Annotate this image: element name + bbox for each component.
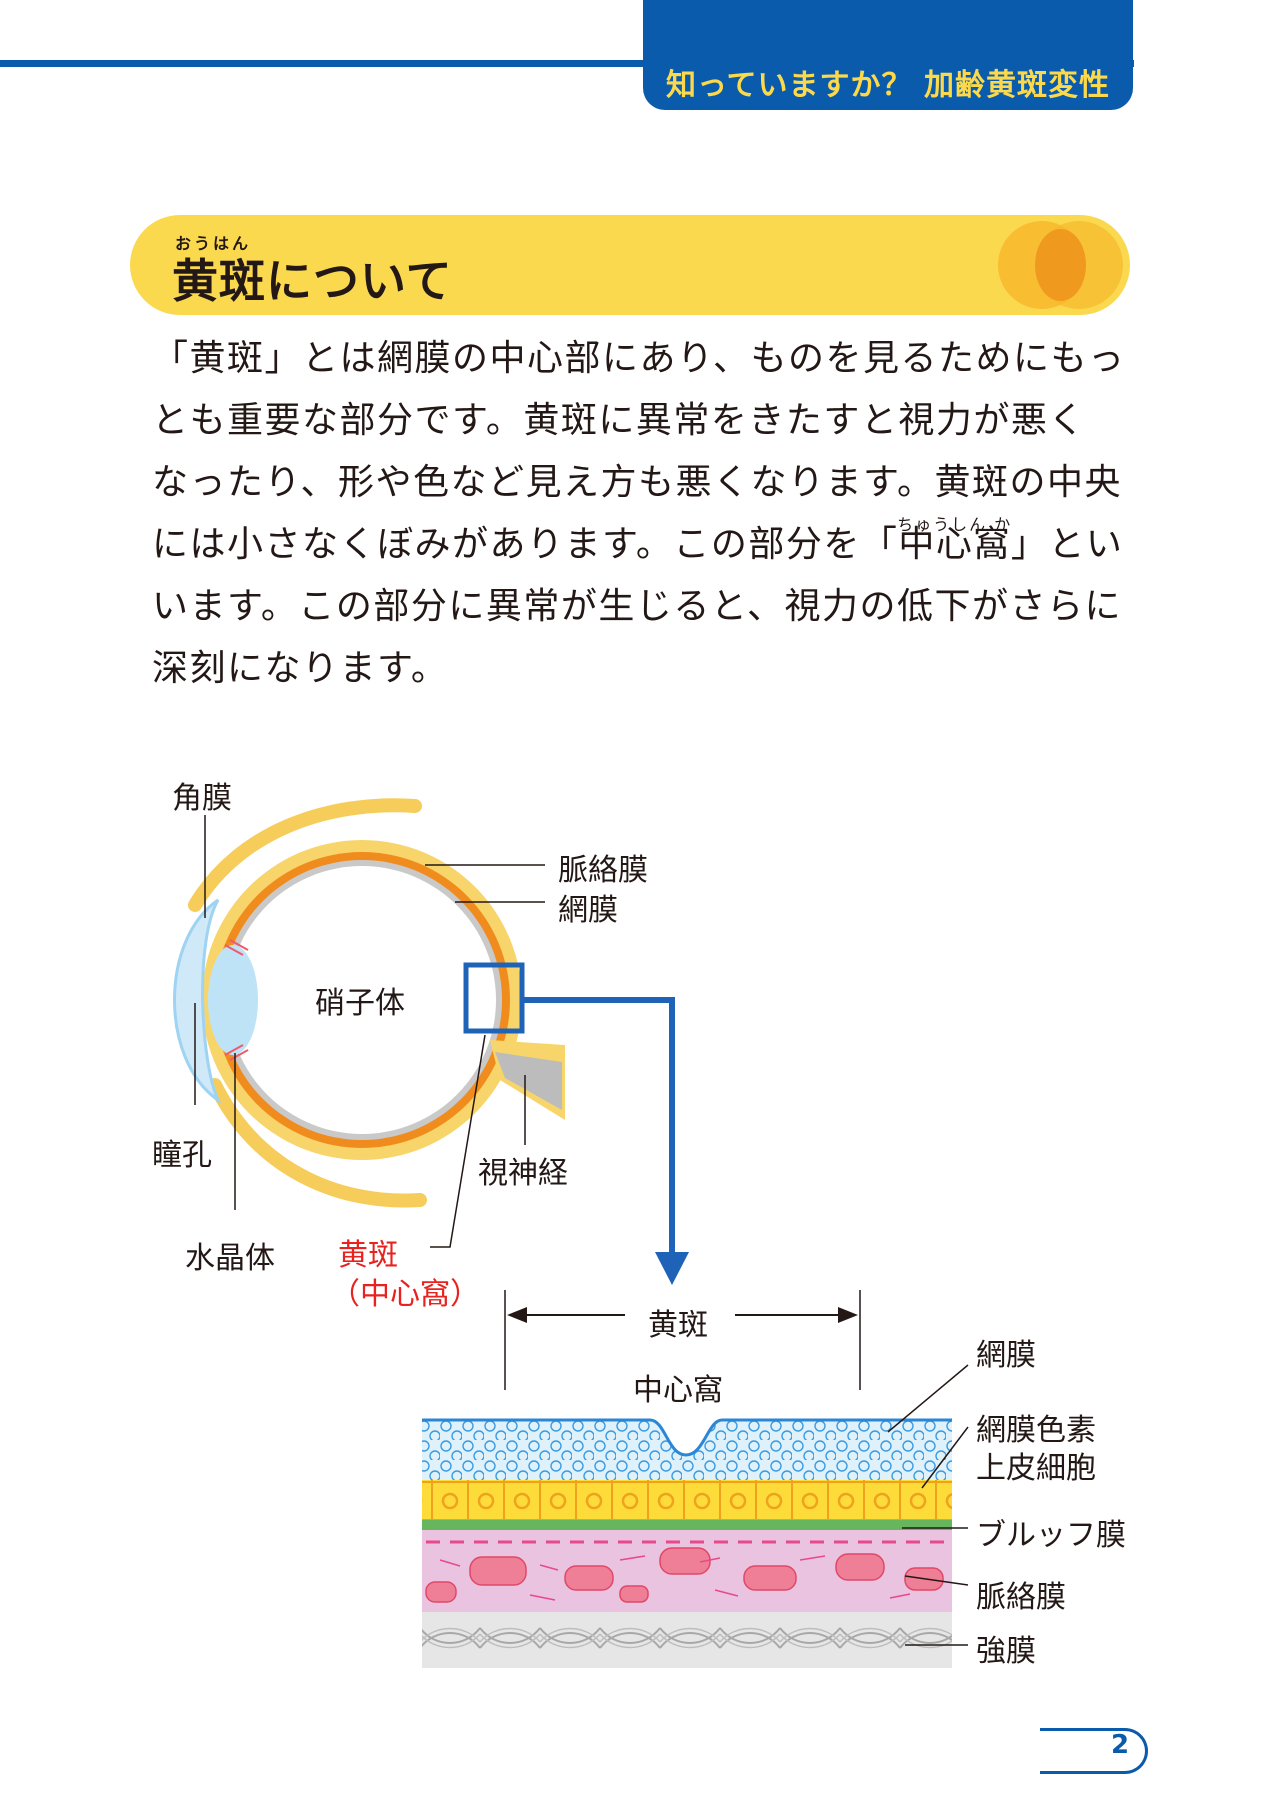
sclera-weave [422, 1618, 952, 1662]
ciliary-top [224, 939, 249, 956]
label-section-choroid: 脈絡膜 [976, 1580, 1066, 1615]
sclera-lower-arc [208, 1078, 427, 1208]
rpe-layer [422, 1480, 952, 1520]
choroid-vessels [425, 1547, 944, 1603]
label-optic-nerve: 視神経 [478, 1156, 568, 1191]
page-number: 2 [1110, 1730, 1130, 1760]
label-section-retina: 網膜 [976, 1338, 1036, 1373]
section-leader-lines [887, 1364, 969, 1646]
label-section-rpe-2: 上皮細胞 [976, 1451, 1096, 1486]
lens-shape [208, 945, 258, 1055]
body-paragraph: 「黄斑」とは網膜の中心部にあり、ものを見るためにもっ とも重要な部分です。黄斑に… [152, 328, 1132, 700]
label-section-sclera: 強膜 [976, 1634, 1036, 1669]
label-lens: 水晶体 [185, 1241, 275, 1276]
header-tab: 知っていますか？ 加齢黄斑変性 [643, 0, 1133, 110]
header-rule [0, 60, 1134, 67]
body-line: には小さなくぼみがあります。この部分を「ちゅうしん か中心窩」とい [152, 514, 1132, 576]
section-ruby: おうはん [175, 234, 252, 253]
label-pupil: 瞳孔 [152, 1138, 212, 1173]
page-number-tab [1040, 1728, 1148, 1774]
bruch-membrane [422, 1520, 952, 1530]
body-line: なったり、形や色など見え方も悪くなります。黄斑の中央 [152, 462, 1122, 503]
eye-leader-lines [194, 815, 545, 1248]
macula-arrowhead-right [838, 1307, 858, 1323]
label-section-bruch: ブルッフ膜 [976, 1518, 1126, 1553]
zoom-arrowhead [655, 1252, 689, 1285]
body-line: 深刻になります。 [152, 648, 449, 689]
label-retina: 網膜 [558, 893, 618, 928]
label-section-macula: 黄斑 [648, 1308, 708, 1343]
fovea-ruby: ちゅうしん か [897, 515, 1013, 534]
cornea-shape [173, 898, 222, 1105]
body-line: とも重要な部分です。黄斑に異常をきたすと視力が悪く [152, 400, 1086, 441]
fovea-ruby-word: ちゅうしん か中心窩 [897, 514, 1011, 576]
label-section-fovea: 中心窩 [633, 1373, 723, 1408]
retina-surface [422, 1418, 952, 1457]
macula-arrowhead-left [507, 1307, 527, 1323]
label-vitreous: 硝子体 [315, 986, 405, 1021]
section-title: 黄斑について [172, 254, 453, 308]
zoom-connector [522, 997, 675, 1255]
vitreous-body [228, 866, 496, 1134]
label-section-rpe-1: 網膜色素 [976, 1413, 1096, 1448]
section-heading-bar: おうはん 黄斑について [130, 215, 1130, 315]
decor-circle-overlap [1035, 229, 1086, 301]
label-choroid: 脈絡膜 [558, 853, 648, 888]
header-title: 知っていますか？ 加齢黄斑変性 [666, 68, 1110, 103]
body-line: います。この部分に異常が生じると、視力の低下がさらに [152, 586, 1122, 627]
body-line: 「黄斑」とは網膜の中心部にあり、ものを見るためにもっ [152, 338, 1126, 379]
sclera-outer-arc [188, 798, 422, 912]
label-macula: 黄斑 [338, 1238, 398, 1273]
optic-nerve-core [495, 1052, 562, 1110]
label-cornea: 角膜 [172, 781, 232, 816]
label-fovea: （中心窩） [330, 1277, 480, 1312]
retina-cross-section [422, 1290, 969, 1668]
ciliary-bottom [224, 1044, 249, 1061]
retina-layer-dots [422, 1420, 952, 1480]
choroid-fibers [439, 1555, 911, 1601]
